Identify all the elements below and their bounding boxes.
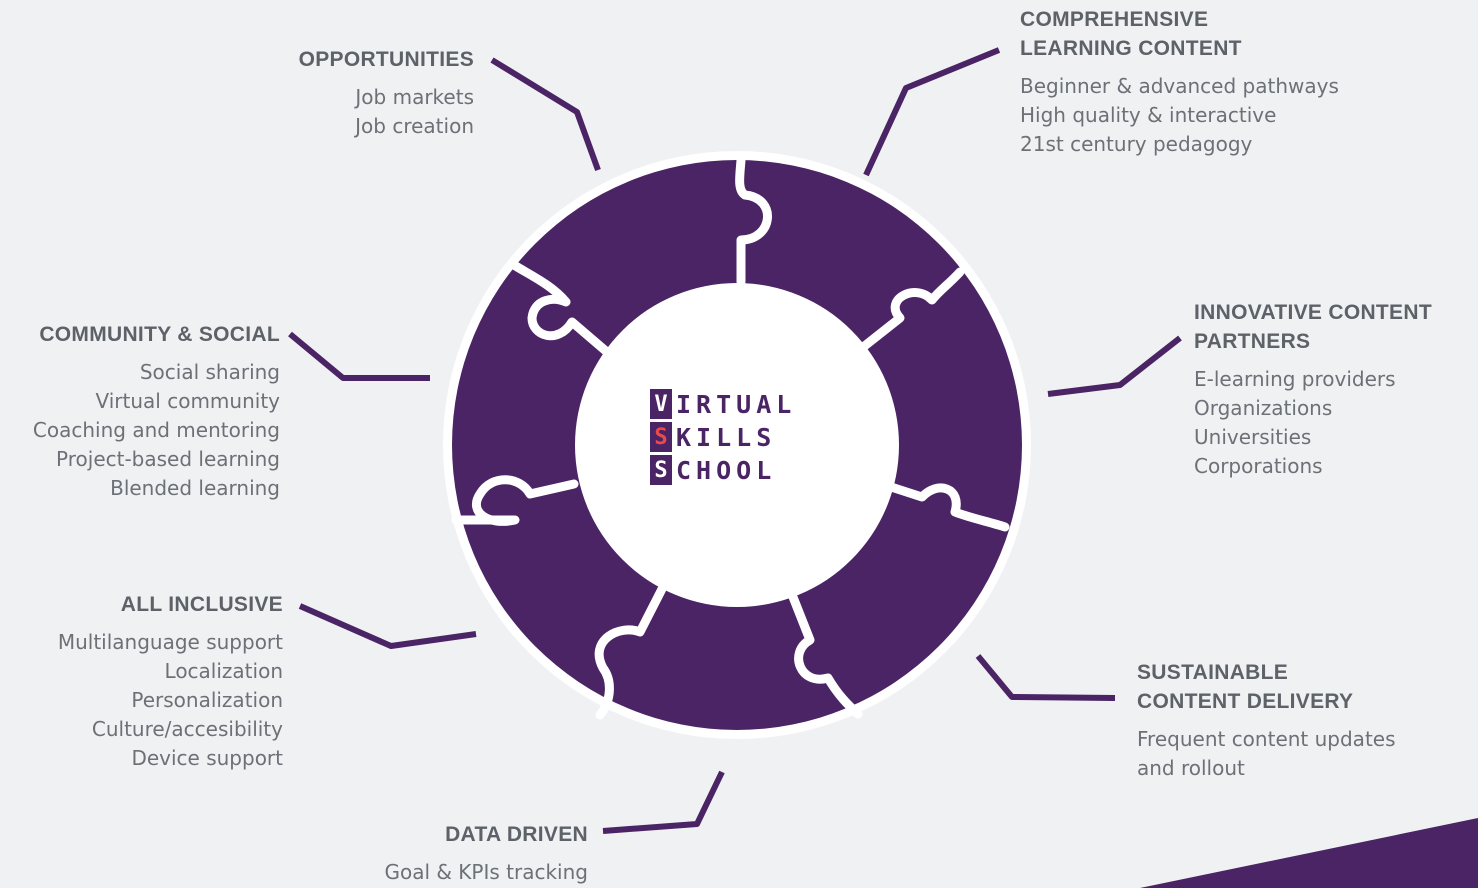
block-items: Frequent content updates and rollout [1137, 725, 1396, 783]
seam-lower-right [788, 592, 863, 719]
block-title: DATA DRIVEN [384, 820, 588, 849]
connector-lines [288, 47, 1182, 834]
puzzle-seams [451, 155, 1010, 720]
title-line: OPPORTUNITIES [298, 48, 474, 71]
logo-letter-v: V [650, 389, 672, 419]
connector-data-driven [602, 770, 725, 834]
title-line: LEARNING CONTENT [1020, 37, 1242, 60]
logo-line-virtual: V IRTUAL [650, 389, 850, 419]
connector-sustainable [975, 654, 1116, 701]
title-line: DATA DRIVEN [445, 823, 588, 846]
item: Organizations [1194, 396, 1333, 420]
item: Personalization [131, 688, 283, 712]
title-line: CONTENT DELIVERY [1137, 690, 1354, 713]
item: Job markets [355, 85, 474, 109]
block-items: Multilanguage support Localization Perso… [58, 628, 283, 773]
block-items: Social sharing Virtual community Coachin… [33, 358, 280, 503]
block-comprehensive-learning-content: COMPREHENSIVE LEARNING CONTENT Beginner … [1020, 5, 1339, 159]
logo-word-school: CHOOL [676, 455, 777, 485]
title-line: COMMUNITY & SOCIAL [39, 323, 280, 346]
item: Frequent content updates [1137, 727, 1396, 751]
connector-all-inclusive [298, 603, 477, 649]
item: Beginner & advanced pathways [1020, 74, 1339, 98]
block-items: Goal & KPIs tracking [384, 858, 588, 887]
title-line: ALL INCLUSIVE [120, 593, 283, 616]
block-title: COMMUNITY & SOCIAL [33, 320, 280, 349]
item: High quality & interactive [1020, 103, 1277, 127]
item: Localization [164, 659, 283, 683]
connector-innovative [1047, 335, 1182, 397]
block-items: Beginner & advanced pathways High qualit… [1020, 72, 1339, 159]
virtual-skills-school-logo: V IRTUAL S KILLS S CHOOL [650, 389, 850, 505]
title-line: PARTNERS [1194, 330, 1311, 353]
block-title: COMPREHENSIVE LEARNING CONTENT [1020, 5, 1339, 63]
logo-letter-s-red: S [650, 422, 672, 452]
seam-upper-left [509, 260, 612, 357]
item: Blended learning [110, 476, 280, 500]
item: Coaching and mentoring [32, 418, 280, 442]
item: 21st century pedagogy [1020, 132, 1253, 156]
item: and rollout [1137, 756, 1245, 780]
seam-right [883, 481, 1010, 532]
item: Universities [1194, 425, 1312, 449]
item: Social sharing [139, 360, 280, 384]
item: Project-based learning [56, 447, 280, 471]
block-title: SUSTAINABLE CONTENT DELIVERY [1137, 658, 1396, 716]
connector-opportunities [490, 57, 601, 172]
title-line: COMPREHENSIVE [1020, 8, 1209, 31]
block-items: Job markets Job creation [299, 83, 474, 141]
block-title: INNOVATIVE CONTENT PARTNERS [1194, 298, 1432, 356]
title-line: INNOVATIVE CONTENT [1194, 301, 1432, 324]
title-line: SUSTAINABLE [1137, 661, 1289, 684]
connector-community [288, 331, 430, 381]
seam-upper-right [857, 267, 965, 353]
logo-word-virtual: IRTUAL [676, 389, 797, 419]
item: Multilanguage support [57, 630, 283, 654]
item: Goal & KPIs tracking [384, 860, 588, 884]
item: Device support [131, 746, 283, 770]
block-all-inclusive: ALL INCLUSIVE Multilanguage support Loca… [58, 590, 283, 773]
seam-bottom [594, 582, 668, 720]
block-data-driven: DATA DRIVEN Goal & KPIs tracking [384, 820, 588, 887]
block-title: ALL INCLUSIVE [58, 590, 283, 619]
item: Job creation [355, 114, 474, 138]
connector-comprehensive [863, 47, 1001, 177]
item: Corporations [1194, 454, 1323, 478]
block-sustainable-content-delivery: SUSTAINABLE CONTENT DELIVERY Frequent co… [1137, 658, 1396, 783]
seam-lower-left [451, 475, 579, 526]
logo-letter-s: S [650, 455, 672, 485]
logo-word-skills: KILLS [676, 422, 777, 452]
logo-line-skills: S KILLS [650, 422, 850, 452]
block-community-social: COMMUNITY & SOCIAL Social sharing Virtua… [33, 320, 280, 503]
item: E-learning providers [1194, 367, 1396, 391]
logo-line-school: S CHOOL [650, 455, 850, 485]
seam-top [735, 155, 772, 287]
item: Culture/accesibility [91, 717, 283, 741]
block-innovative-content-partners: INNOVATIVE CONTENT PARTNERS E-learning p… [1194, 298, 1432, 481]
block-items: E-learning providers Organizations Unive… [1194, 365, 1432, 481]
center-circle [575, 283, 899, 607]
corner-accent-shape [1140, 818, 1478, 888]
item: Virtual community [95, 389, 281, 413]
block-title: OPPORTUNITIES [299, 45, 474, 74]
block-opportunities: OPPORTUNITIES Job markets Job creation [299, 45, 474, 141]
